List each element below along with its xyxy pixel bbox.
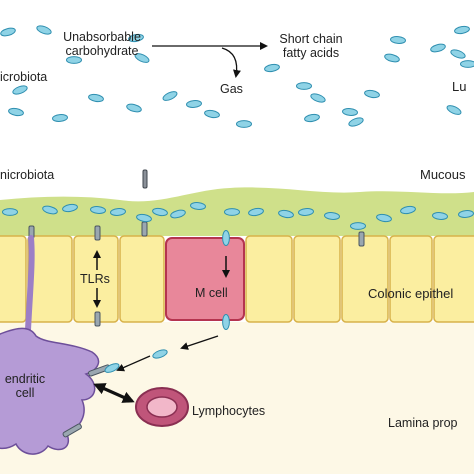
bacterium (350, 222, 366, 230)
bacterium (342, 108, 358, 116)
bacterium (152, 349, 168, 359)
label-gas: Gas (220, 82, 243, 96)
epithelial-cell (433, 235, 474, 323)
epithelial-cell (389, 235, 433, 323)
bacterium (364, 89, 380, 99)
bacterium (190, 202, 206, 210)
label-m-cell: M cell (195, 286, 228, 300)
bacterium (450, 49, 466, 59)
bacterium (170, 209, 186, 219)
microbiota (0, 25, 474, 373)
label-mucous: Mucous (420, 167, 466, 182)
label-line: Short chain (279, 32, 343, 46)
tlr-receptors (28, 169, 365, 327)
to-gas-arrow (221, 47, 241, 78)
m-cell (165, 237, 245, 321)
tlr-receptor (142, 169, 148, 189)
bacterium (2, 208, 18, 216)
bacterium (310, 93, 326, 103)
bacterium (376, 213, 392, 223)
dendritic-cell (0, 327, 100, 455)
bacterium (384, 53, 400, 63)
epithelial-cell (245, 235, 293, 323)
bacterium (66, 56, 82, 64)
bacterium (446, 105, 462, 115)
lymphocyte-nucleus (146, 396, 178, 418)
bacterium (110, 208, 126, 216)
epithelial-cell (27, 235, 73, 323)
bacterium (222, 230, 230, 246)
bacterium (36, 25, 52, 35)
bacterium (304, 113, 320, 123)
tlr-receptor (358, 231, 365, 247)
label-unabsorbable-carbohydrate: Unabsorbable carbohydrate (42, 30, 162, 58)
bacterium (128, 33, 144, 43)
translocation-arrow (180, 335, 219, 350)
bacterium (62, 203, 78, 213)
epithelial-cell (0, 235, 27, 323)
bacterium (186, 100, 202, 108)
dendritic-lymphocyte-arrow (93, 383, 135, 403)
bacterium (134, 53, 150, 63)
epithelial-cell (119, 235, 165, 323)
bacterium (224, 208, 240, 216)
bacterium (324, 212, 340, 220)
bacterium (42, 205, 58, 215)
label-line: Unabsorbable (63, 30, 141, 44)
bacterium (152, 207, 168, 217)
epithelial-cell (293, 235, 341, 323)
bacterium (298, 208, 314, 216)
label-tlrs: TLRs (80, 272, 110, 286)
bacterium (8, 107, 24, 117)
bacterium (204, 109, 220, 119)
bacterium (162, 91, 178, 101)
tlr-receptor (141, 221, 148, 237)
bacterium (0, 27, 16, 37)
label-microbiota-mucus: nicrobiota (0, 168, 55, 182)
bacterium (390, 36, 406, 44)
bacterium (126, 103, 142, 113)
bacterium (88, 93, 104, 103)
label-line: cell (15, 386, 35, 400)
label-line: fatty acids (282, 46, 340, 60)
label-colonic-epithelium: Colonic epithel (368, 286, 454, 301)
bacterium (296, 82, 312, 90)
label-lamina-propria: Lamina prop (388, 416, 458, 430)
bacterium (348, 117, 364, 127)
tlr-receptor (62, 423, 82, 438)
dendritic-process (25, 235, 35, 333)
bacterium (400, 205, 416, 215)
bacterium (12, 85, 28, 95)
bacterium (136, 213, 152, 223)
label-lumen: Lu (452, 79, 467, 94)
label-line: carbohydrate (65, 44, 139, 58)
label-microbiota-lumen: icrobiota (0, 70, 48, 84)
bacterium (454, 25, 470, 35)
bacterium (236, 120, 252, 128)
bacterium (222, 314, 230, 330)
epithelial-cell (341, 235, 389, 323)
bacterium (90, 206, 106, 214)
label-lymphocytes: Lymphocytes (192, 404, 266, 418)
bacterium (432, 212, 448, 220)
label-short-chain-fatty-acids: Short chain fatty acids (270, 32, 352, 60)
bacterium (248, 207, 264, 217)
tlr-receptor (94, 311, 101, 327)
bacterium (104, 363, 120, 373)
label-line: endritic (4, 372, 46, 386)
translocation-arrow-2 (116, 355, 151, 372)
tlr-receptor (94, 225, 101, 241)
bacterium (264, 63, 280, 73)
label-dendritic-cell: endritic cell (0, 372, 50, 400)
bacterium (430, 43, 446, 53)
bacterium (278, 209, 294, 219)
bacterium (460, 60, 474, 68)
bacterium (458, 210, 474, 218)
bacterium (52, 114, 68, 122)
